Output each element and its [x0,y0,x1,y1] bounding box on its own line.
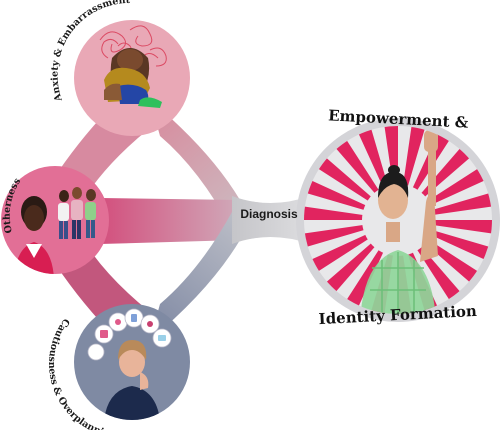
empowerment-label-bottom: Identity Formation [318,302,477,328]
person-portrait-icon [14,187,96,274]
empowerment-label-top: Empowerment & [328,106,469,131]
node-empowerment [296,118,500,322]
raised-fist-person-icon [360,130,438,314]
node-otherness [1,166,109,274]
crouching-person-icon [99,25,167,108]
thinking-person-icon [87,308,172,420]
node-caution [74,304,190,420]
group-of-people-icon [58,187,96,239]
center-label: Diagnosis [240,207,298,221]
node-anxiety [74,20,190,136]
